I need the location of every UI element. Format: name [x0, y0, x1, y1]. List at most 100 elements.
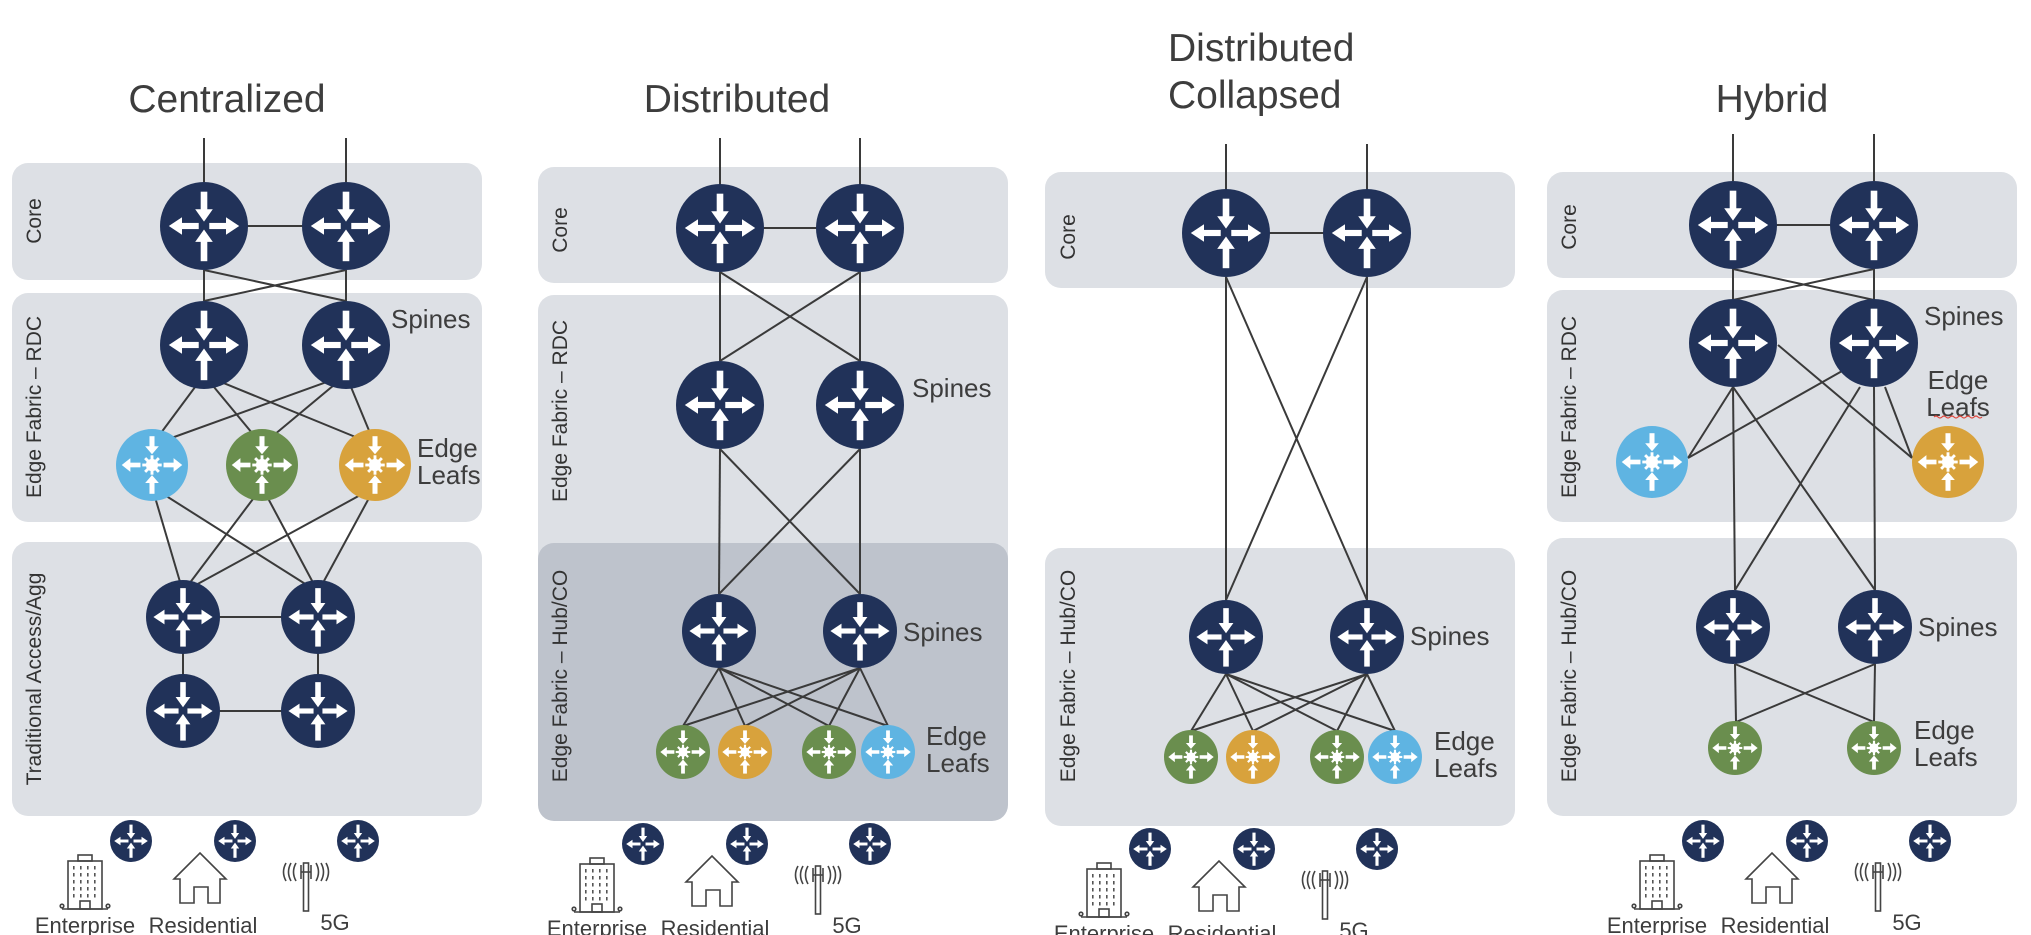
edge-leafs-label: Edge: [1914, 715, 1975, 745]
link: [1732, 268, 1875, 301]
link: [1687, 386, 1734, 459]
link: [718, 448, 721, 595]
panel-title: Hybrid: [1716, 78, 1829, 121]
spine-router-icon: [1696, 590, 1770, 664]
cpe-router-icon: [1356, 828, 1398, 870]
cpe-router-icon: [1233, 828, 1275, 870]
access-router-icon: [281, 580, 355, 654]
spines-label: Spines: [1410, 621, 1490, 651]
cpe-router-icon: [1682, 820, 1724, 862]
link: [1873, 663, 1876, 723]
edge-leaf-router-icon: [339, 429, 411, 501]
link: [828, 667, 861, 727]
link: [203, 374, 376, 446]
house-icon: [1744, 851, 1800, 904]
tier-edge-fabric-hub: [1547, 538, 2017, 816]
link: [203, 269, 347, 302]
site-label-residential: Residential: [1168, 921, 1277, 935]
spine-router-icon: [302, 301, 390, 389]
spine-router-icon: [1189, 600, 1263, 674]
link: [1190, 673, 1227, 732]
site-label-5g: 5G: [320, 910, 349, 935]
building-icon: [1631, 854, 1683, 910]
tier-label: Edge Fabric – Hub/CO: [1057, 570, 1080, 782]
core-router-icon: [1689, 181, 1777, 269]
link: [1252, 673, 1368, 732]
edge-leaf-router-icon: [1368, 730, 1422, 784]
edge-leafs-label: Leafs: [417, 460, 481, 490]
panel-title: Centralized: [128, 78, 325, 121]
spines-label: Spines: [1924, 301, 2004, 331]
spine-router-icon: [1830, 299, 1918, 387]
tier-label: Traditional Access/Agg: [23, 573, 46, 786]
access-router-icon: [146, 580, 220, 654]
cell-tower-icon: [282, 862, 330, 912]
link: [1735, 663, 1876, 723]
spellcheck-underline: [1933, 415, 1983, 419]
cpe-router-icon: [110, 820, 152, 862]
edge-leaf-router-icon: [1708, 721, 1762, 775]
edge-leafs-label: Leafs: [926, 748, 990, 778]
link: [682, 667, 720, 727]
site-label-5g: 5G: [1339, 918, 1368, 935]
link: [151, 374, 347, 446]
link: [1732, 386, 1876, 591]
site-label-residential: Residential: [149, 913, 258, 935]
edge-leaf-router-icon: [718, 725, 772, 779]
spine-router-icon: [160, 301, 248, 389]
link: [1336, 673, 1368, 732]
link: [1190, 673, 1368, 732]
tier-label: Edge Fabric – Hub/CO: [549, 570, 572, 782]
panel-title: Distributed: [644, 78, 830, 121]
core-router-icon: [1182, 189, 1270, 277]
link: [151, 486, 184, 593]
link: [1366, 673, 1396, 732]
edge-leaf-router-icon: [1310, 730, 1364, 784]
spine-router-icon: [816, 361, 904, 449]
spine-router-icon: [1838, 590, 1912, 664]
access-router-icon: [281, 674, 355, 748]
edge-leafs-label: Leafs: [1914, 742, 1978, 772]
link: [151, 486, 319, 593]
house-icon: [684, 854, 740, 907]
spine-router-icon: [676, 361, 764, 449]
core-router-icon: [1323, 189, 1411, 277]
building-icon: [59, 854, 111, 910]
link: [182, 486, 376, 593]
panel-title: Collapsed: [1168, 74, 1341, 117]
site-label-enterprise: Enterprise: [1607, 913, 1707, 935]
cell-tower-icon: [794, 865, 842, 915]
edge-leaf-router-icon: [656, 725, 710, 779]
edge-leaf-router-icon: [861, 725, 915, 779]
cpe-router-icon: [726, 823, 768, 865]
tier-access-agg: [12, 542, 482, 816]
link: [719, 271, 861, 362]
edge-leaf-router-icon: [802, 725, 856, 779]
edge-leaf-router-icon: [1226, 730, 1280, 784]
spine-router-icon: [1689, 299, 1777, 387]
edge-leaf-router-icon: [116, 429, 188, 501]
link: [744, 667, 861, 727]
tier-label: Edge Fabric – RDC: [1558, 316, 1581, 498]
core-router-icon: [1830, 181, 1918, 269]
tier-label: Core: [1558, 204, 1581, 250]
edge-leaf-router-icon: [226, 429, 298, 501]
core-router-icon: [160, 182, 248, 270]
link: [1777, 344, 1913, 459]
spines-label: Spines: [912, 373, 992, 403]
tier-edge-fabric-hub: [538, 543, 1008, 821]
cpe-router-icon: [1909, 820, 1951, 862]
tier-edge-fabric-hub: [1045, 548, 1515, 826]
tier-label: Edge Fabric – RDC: [549, 320, 572, 502]
edge-leafs-label: Edge: [1928, 365, 1989, 395]
nodes: [59, 181, 1984, 920]
site-label-5g: 5G: [832, 913, 861, 935]
edge-leafs-label: Leafs: [1434, 753, 1498, 783]
tier-label: Core: [23, 198, 46, 244]
link: [682, 667, 861, 727]
core-router-icon: [816, 184, 904, 272]
link: [1225, 673, 1254, 732]
cell-tower-icon: [1301, 870, 1349, 920]
link: [317, 486, 376, 593]
